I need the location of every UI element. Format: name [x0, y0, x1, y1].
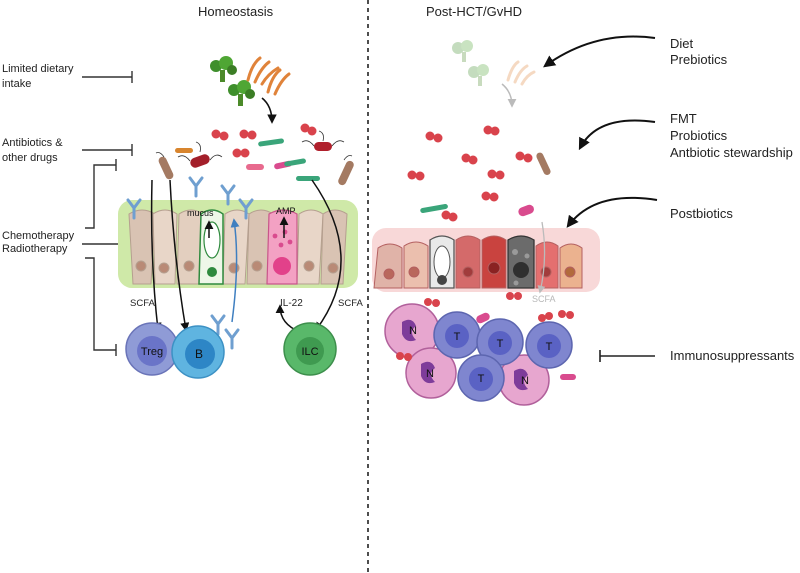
t-cell-label-1: T [454, 331, 461, 343]
intervention-arrows [543, 35, 658, 228]
damaged-epithelial-cells [373, 235, 583, 289]
scfa-label-left: SCFA [130, 298, 155, 309]
neutrophil-cells [384, 303, 550, 406]
treg-label: Treg [141, 346, 163, 358]
il22-label: IL-22 [280, 298, 303, 309]
left-inhibitor-brackets [82, 71, 133, 356]
limited-dietary-intake-line2: intake [2, 78, 32, 90]
immunosuppressant-inhibitor [599, 350, 655, 362]
apoptotic-cell-icon [507, 235, 535, 289]
t-cell-label-3: T [546, 341, 553, 353]
scfa-label-right: SCFA [338, 298, 363, 309]
diet-label: Diet [670, 36, 694, 51]
healthy-enterocytes [128, 209, 348, 285]
faded-food-arrow [501, 83, 517, 108]
postbiotics-label: Postbiotics [670, 206, 733, 221]
prebiotics-label: Prebiotics [670, 52, 728, 67]
ilc-label: ILC [301, 346, 318, 358]
broccoli-icon [210, 56, 255, 106]
wheat-icon [246, 56, 291, 96]
antibody-icons-left [126, 176, 254, 350]
amp-label: AMP [276, 206, 296, 216]
faded-scfa-arrow [537, 221, 546, 294]
infiltrating-bacteria [396, 292, 576, 380]
paneth-cell-icon [266, 209, 298, 285]
header-homeostasis: Homeostasis [198, 4, 274, 19]
radiotherapy-label: Radiotherapy [2, 243, 68, 255]
pathobiont-bacteria [407, 125, 551, 222]
food-to-gut-arrow [261, 97, 277, 124]
chemotherapy-label: Chemotherapy [2, 230, 75, 242]
faded-food-icons [452, 40, 536, 86]
commensal-bacteria-left [158, 123, 354, 186]
scfa-label-faded: SCFA [532, 294, 556, 304]
limited-dietary-intake-line1: Limited dietary [2, 63, 74, 75]
neutrophil-label-3: N [521, 375, 529, 387]
scfa-arrow-to-b [169, 179, 190, 332]
fmt-label: FMT [670, 111, 697, 126]
t-cell-label-2: T [497, 338, 504, 350]
goblet-cell-damaged [429, 235, 455, 289]
neutrophil-label-1: N [409, 325, 417, 337]
antibiotics-line2: other drugs [2, 152, 58, 164]
t-cell-label-4: T [478, 373, 485, 385]
ilc-cell-icon [283, 322, 337, 376]
b-cell-icon [171, 325, 225, 379]
antibiotics-line1: Antibiotics & [2, 137, 63, 149]
scfa-arrow-to-ilc [311, 179, 342, 332]
mucus-label: mucus [187, 208, 214, 218]
treg-cell-icon [125, 322, 179, 376]
immunosuppressants-label: Immunosuppressants [670, 348, 795, 363]
iga-blue-arrow [230, 218, 240, 323]
scfa-arrow-to-treg [150, 179, 162, 332]
goblet-cell-icon [198, 209, 224, 285]
b-cell-label: B [195, 347, 203, 361]
bacteria-flagella [155, 130, 353, 162]
probiotics-label: Probiotics [670, 128, 728, 143]
neutrophil-label-2: N [426, 368, 434, 380]
header-post-hct-gvhd: Post-HCT/GvHD [426, 4, 523, 19]
antibiotic-stewardship-label: Antbiotic stewardship [670, 145, 793, 160]
t-cells [433, 311, 573, 402]
